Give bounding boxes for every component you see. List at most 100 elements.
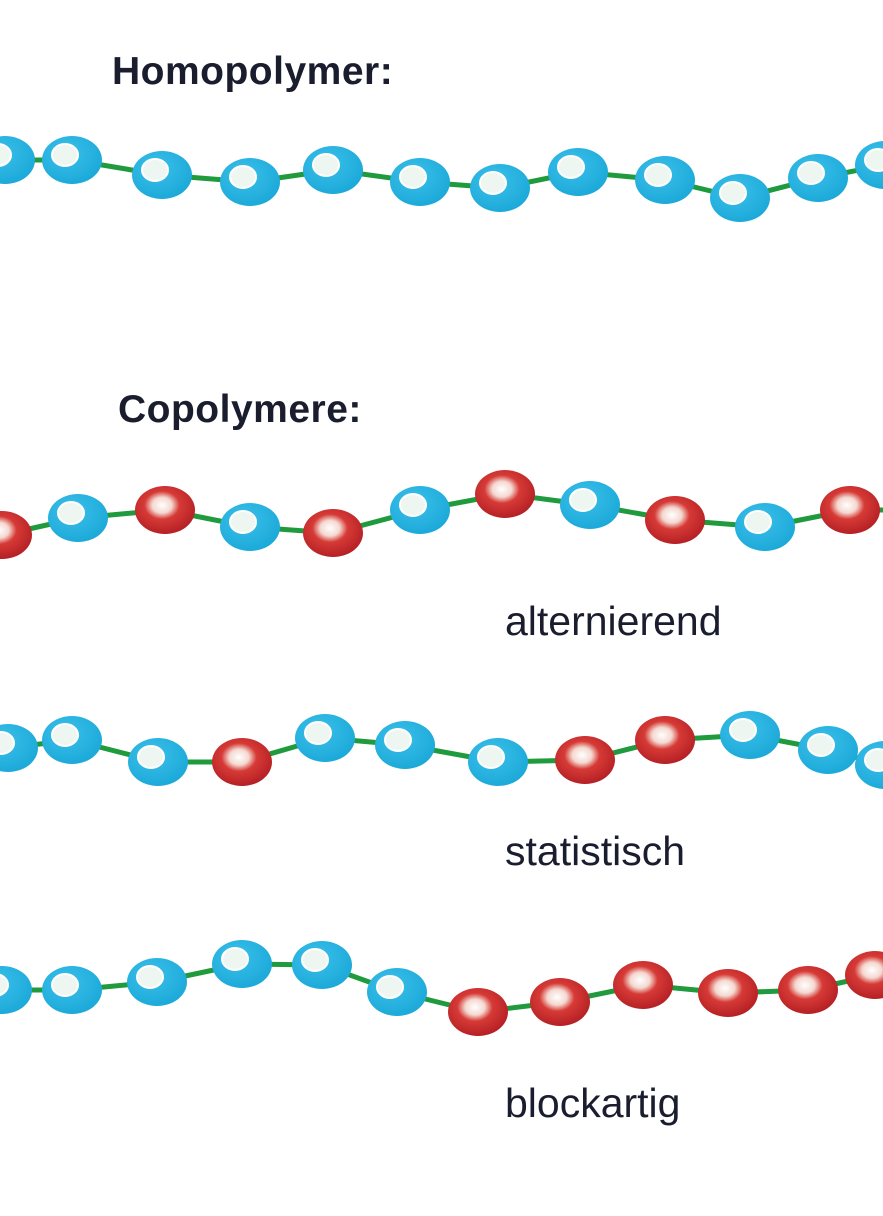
bead-highlight — [229, 165, 257, 189]
monomer-a-bead — [292, 941, 352, 989]
bead-highlight — [557, 155, 585, 179]
monomer-a-bead — [42, 136, 102, 184]
bead-highlight — [729, 718, 757, 742]
monomer-a-bead — [635, 156, 695, 204]
monomer-a-bead — [303, 146, 363, 194]
bead-highlight — [51, 973, 79, 997]
monomer-a-bead — [798, 726, 858, 774]
bead-body — [0, 511, 32, 559]
monomer-a-bead — [735, 503, 795, 551]
monomer-a-bead — [128, 738, 188, 786]
bead-highlight — [0, 973, 9, 997]
monomer-b-bead — [448, 988, 508, 1036]
bead-body — [635, 716, 695, 764]
monomer-a-bead — [468, 738, 528, 786]
bead-highlight — [141, 158, 169, 182]
bead-body — [303, 509, 363, 557]
alternating-chain — [0, 470, 883, 559]
monomer-a-bead — [220, 158, 280, 206]
monomer-a-bead — [0, 966, 32, 1014]
bead-highlight — [479, 171, 507, 195]
monomer-a-bead — [710, 174, 770, 222]
bead-highlight — [384, 728, 412, 752]
bead-highlight — [399, 493, 427, 517]
monomer-b-bead — [845, 951, 883, 999]
monomer-a-bead — [127, 958, 187, 1006]
monomer-a-bead — [720, 711, 780, 759]
bead-highlight — [864, 148, 883, 172]
monomer-b-bead — [530, 978, 590, 1026]
bead-highlight — [569, 488, 597, 512]
bead-highlight — [644, 163, 672, 187]
bead-highlight — [51, 143, 79, 167]
monomer-b-bead — [555, 736, 615, 784]
monomer-a-bead — [390, 158, 450, 206]
monomer-a-bead — [212, 940, 272, 988]
bead-body — [530, 978, 590, 1026]
monomer-b-bead — [613, 961, 673, 1009]
monomer-b-bead — [645, 496, 705, 544]
bead-body — [698, 969, 758, 1017]
bead-highlight — [51, 723, 79, 747]
monomer-b-bead — [303, 509, 363, 557]
bead-highlight — [744, 510, 772, 534]
bead-highlight — [0, 731, 15, 755]
monomer-b-bead — [135, 486, 195, 534]
monomer-b-bead — [475, 470, 535, 518]
bead-body — [135, 486, 195, 534]
monomer-a-bead — [220, 503, 280, 551]
bead-highlight — [399, 165, 427, 189]
bead-highlight — [864, 748, 883, 772]
statistical-chain — [0, 711, 883, 789]
bead-body — [613, 961, 673, 1009]
bead-body — [778, 966, 838, 1014]
monomer-a-bead — [390, 486, 450, 534]
monomer-b-bead — [212, 738, 272, 786]
homopolymer-chain — [0, 136, 883, 222]
monomer-a-bead — [375, 721, 435, 769]
monomer-a-bead — [0, 724, 38, 772]
bead-highlight — [807, 733, 835, 757]
monomer-a-bead — [132, 151, 192, 199]
monomer-a-bead — [855, 141, 883, 189]
monomer-b-bead — [778, 966, 838, 1014]
monomer-a-bead — [788, 154, 848, 202]
bead-body — [820, 486, 880, 534]
monomer-a-bead — [295, 714, 355, 762]
monomer-a-bead — [560, 481, 620, 529]
bead-highlight — [797, 161, 825, 185]
bead-highlight — [136, 965, 164, 989]
bead-body — [555, 736, 615, 784]
bead-highlight — [57, 501, 85, 525]
monomer-a-bead — [42, 716, 102, 764]
monomer-a-bead — [0, 136, 35, 184]
bead-body — [212, 738, 272, 786]
bead-highlight — [229, 510, 257, 534]
copolymer-heading: Copolymere: — [118, 388, 362, 431]
monomer-a-bead — [367, 968, 427, 1016]
bead-highlight — [719, 181, 747, 205]
monomer-a-bead — [548, 148, 608, 196]
monomer-a-bead — [42, 966, 102, 1014]
bead-highlight — [137, 745, 165, 769]
alternating-label: alternierend — [505, 598, 722, 644]
block-label: blockartig — [505, 1080, 681, 1126]
monomer-b-bead — [820, 486, 880, 534]
bead-highlight — [376, 975, 404, 999]
monomer-a-bead — [470, 164, 530, 212]
bead-body — [0, 966, 32, 1014]
monomer-b-bead — [635, 716, 695, 764]
block-chain — [0, 940, 883, 1036]
statistical-label: statistisch — [505, 828, 685, 874]
monomer-a-bead — [855, 741, 883, 789]
bead-body — [645, 496, 705, 544]
homopolymer-heading: Homopolymer: — [112, 50, 394, 93]
bead-highlight — [304, 721, 332, 745]
bead-highlight — [0, 143, 12, 167]
bead-highlight — [477, 745, 505, 769]
monomer-a-bead — [48, 494, 108, 542]
monomer-b-bead — [698, 969, 758, 1017]
bead-body — [475, 470, 535, 518]
bead-highlight — [221, 947, 249, 971]
